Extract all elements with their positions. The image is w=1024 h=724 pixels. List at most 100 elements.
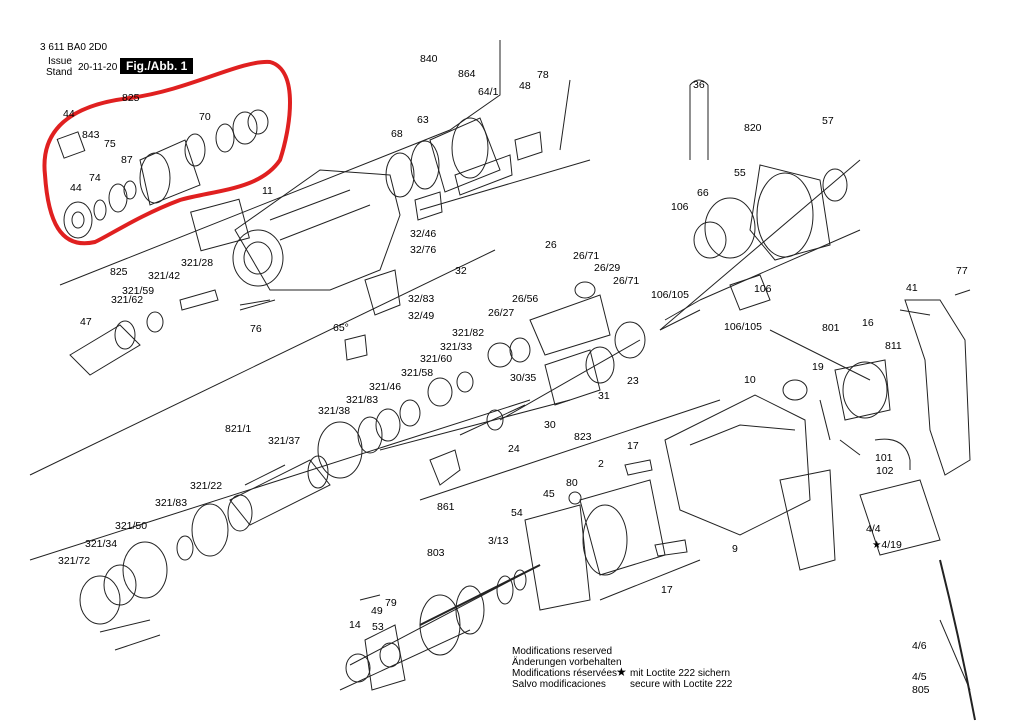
note-line: Modifications réservées: [512, 668, 618, 679]
leader-line: [769, 329, 871, 381]
brush-holder: [819, 359, 911, 470]
part-number-label: 321/38: [318, 405, 350, 417]
part-number-label: 4/5: [912, 671, 927, 683]
part-number-label: 823: [574, 431, 592, 443]
hammer-tube: [79, 455, 331, 651]
star-icon: ★: [616, 665, 627, 679]
hammer-mechanism: [69, 269, 401, 376]
intermediate-shaft-assembly: [459, 281, 646, 436]
part-number-label: 811: [885, 340, 902, 352]
part-number-label: 102: [876, 465, 894, 477]
part-number-label: 44: [70, 182, 82, 194]
part-number-label: 825: [110, 266, 128, 278]
part-number-label: 75: [104, 138, 116, 150]
part-number-label: 47: [80, 316, 92, 328]
part-number-label: 80: [566, 477, 578, 489]
part-number-label: 32: [455, 265, 467, 277]
part-number-label: 11: [262, 185, 273, 197]
leader-line: [419, 399, 721, 501]
leader-line: [29, 249, 496, 476]
part-number-label: 321/62: [111, 294, 143, 306]
part-number-label: 2: [598, 458, 604, 470]
part-number-label: 825: [122, 92, 140, 104]
part-number-label: 861: [437, 501, 455, 513]
part-number-label: 76: [250, 323, 262, 335]
part-number-label: 4/4: [866, 523, 881, 535]
part-number-label: 44: [63, 108, 75, 120]
leader-line: [559, 79, 571, 151]
part-number-label: 321/82: [452, 327, 484, 339]
part-number-label: 321/34: [85, 538, 117, 550]
seal-ring-set: [317, 371, 474, 486]
issue-label: Issue: [48, 56, 72, 67]
part-number-label: 45: [543, 488, 555, 500]
part-number-label: 321/83: [346, 394, 378, 406]
part-number-label: 32/46: [410, 228, 436, 240]
part-number-label: 32/49: [408, 310, 434, 322]
part-number-label: 74: [89, 172, 101, 184]
chuck-assembly: [56, 109, 269, 239]
handle-housing: [859, 299, 976, 721]
part-number-label: 79: [385, 597, 397, 609]
part-number-label: 36: [693, 79, 705, 91]
leader-line: [59, 40, 501, 286]
leader-line: [939, 619, 971, 691]
part-number-label: 321/72: [58, 555, 90, 567]
small-parts: [239, 289, 971, 601]
part-number-label: 321/37: [268, 435, 300, 447]
part-number-label: ★4/19: [872, 539, 902, 551]
clutch-assembly: [385, 117, 543, 221]
part-number-label: 821/1: [225, 423, 251, 435]
part-number-label: 30: [544, 419, 556, 431]
part-number-label: 87: [121, 154, 133, 166]
part-number-label: 78: [537, 69, 549, 81]
gear-housing: [190, 169, 401, 291]
leader-line: [379, 399, 571, 451]
part-number-label: 9: [732, 543, 738, 555]
part-number-label: 843: [82, 129, 100, 141]
part-number-label: 4/6: [912, 640, 927, 652]
part-number-label: 3/13: [488, 535, 509, 547]
leader-line: [419, 159, 591, 211]
highlight-outline: [42, 59, 292, 246]
part-number-label: 31: [598, 390, 610, 402]
part-number-label: 70: [199, 111, 211, 123]
loctite-note-de: mit Loctite 222 sichern: [630, 668, 731, 679]
part-number-label: 64/1: [478, 86, 499, 98]
bearing-flange-assembly: [659, 79, 848, 331]
part-number-label: 106/105: [724, 321, 762, 333]
part-number-label: 53: [372, 621, 384, 633]
part-number-label: 48: [519, 80, 531, 92]
part-number-label: 321/50: [115, 520, 147, 532]
part-number-label: 57: [822, 115, 834, 127]
part-number-label: 26/56: [512, 293, 538, 305]
part-number-label: 32/83: [408, 293, 434, 305]
part-number-label: 26/29: [594, 262, 620, 274]
leader-line: [659, 159, 861, 331]
leader-line: [699, 229, 861, 301]
modification-notes: Modifications reserved Änderungen vorbeh…: [512, 646, 622, 690]
motor-housing: [664, 394, 836, 571]
part-number-label: 66: [697, 187, 709, 199]
armature: [345, 564, 541, 691]
note-line: Salvo modificaciones: [512, 679, 606, 690]
part-number-label: 49: [371, 605, 383, 617]
part-number-label: 14: [349, 619, 361, 631]
loctite-note-en: secure with Loctite 222: [630, 679, 733, 690]
part-number-label: 803: [427, 547, 445, 559]
part-number-label: 32/76: [410, 244, 436, 256]
part-number-label: 17: [627, 440, 639, 452]
part-number-label: 321/83: [155, 497, 187, 509]
part-number-label: 321/42: [148, 270, 180, 282]
part-number-label: 77: [956, 265, 968, 277]
part-number-label: 65°: [333, 322, 349, 334]
part-number-label: 106: [754, 283, 772, 295]
part-number-label: 321/46: [369, 381, 401, 393]
loctite-note: ★ mit Loctite 222 sichern secure with Lo…: [616, 666, 733, 690]
part-number-label: 23: [627, 375, 639, 387]
part-number-label: 321/60: [420, 353, 452, 365]
part-number-label: 68: [391, 128, 403, 140]
stand-label: Stand: [46, 67, 73, 78]
